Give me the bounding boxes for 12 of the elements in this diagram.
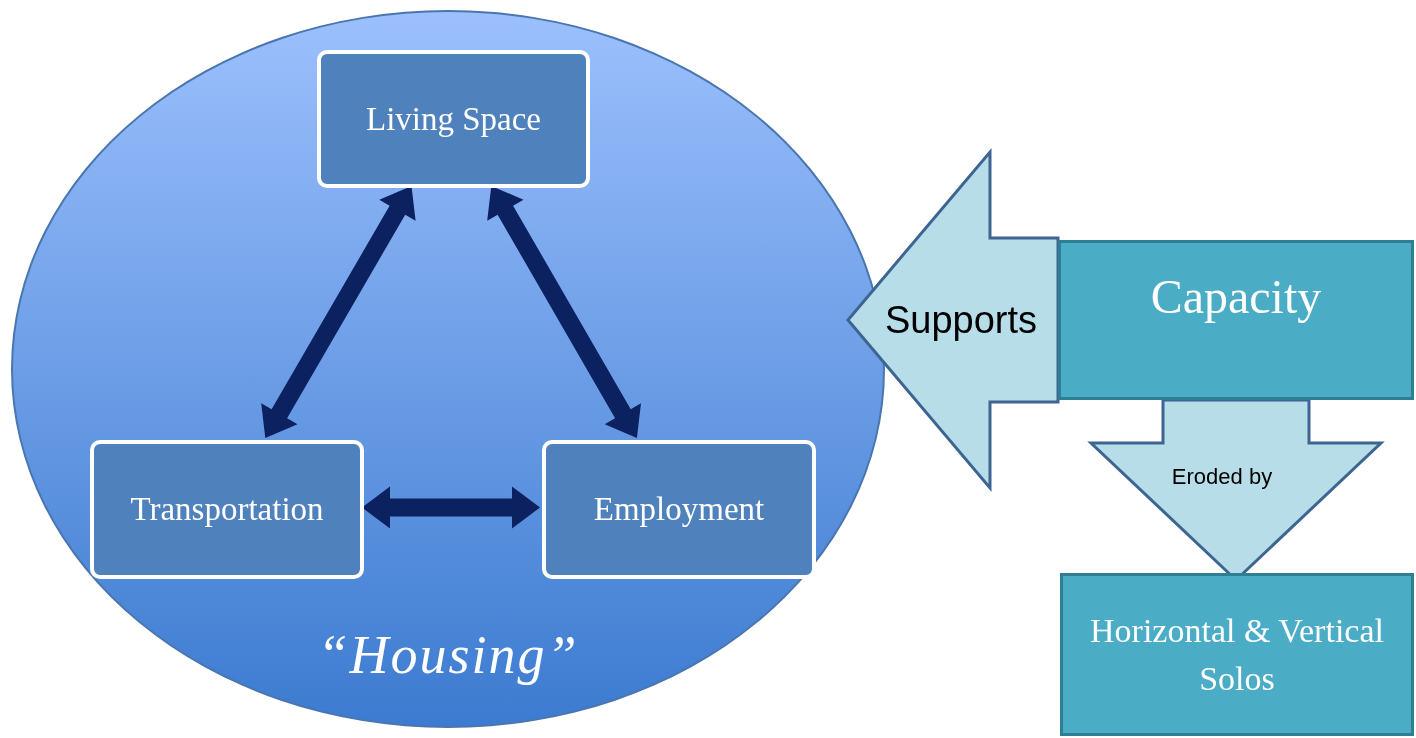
process-box: Employment [542, 440, 816, 579]
edge-label: Supports [884, 298, 1038, 342]
process-box: Transportation [90, 440, 364, 579]
region-label: “Housing” [316, 624, 580, 686]
process-box: Living Space [317, 50, 590, 188]
edge-label: Eroded by [1171, 464, 1273, 490]
double-arrow [362, 486, 540, 529]
process-box: Capacity [1058, 240, 1414, 400]
block-arrow [846, 147, 1060, 493]
double-arrow [261, 186, 416, 438]
process-box: Horizontal & Vertical Solos [1060, 573, 1414, 736]
double-arrow [487, 186, 641, 438]
